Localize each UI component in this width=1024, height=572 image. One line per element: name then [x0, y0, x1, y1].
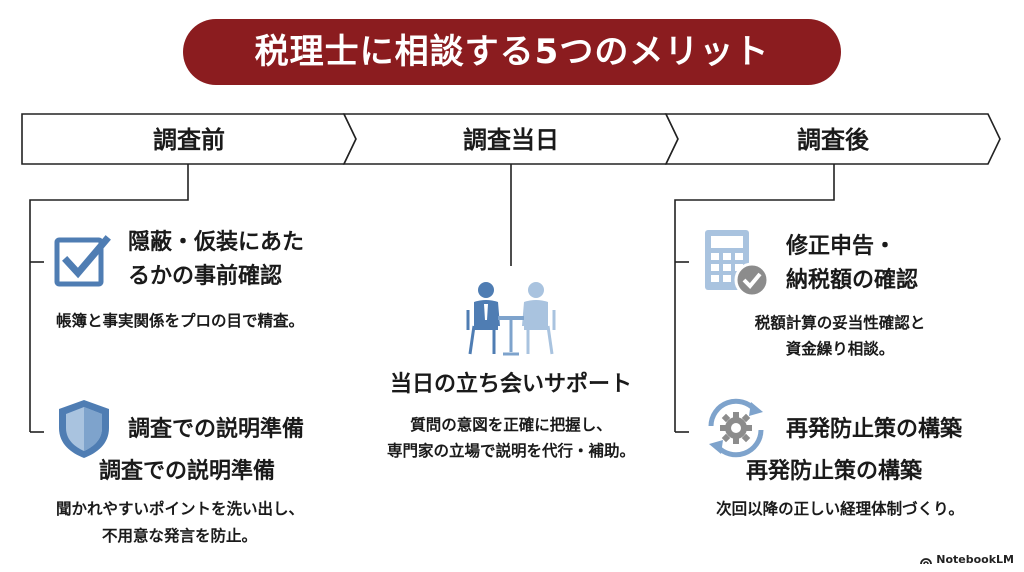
meeting-icon [466, 282, 556, 356]
page-title: 税理士に相談する5つのメリット [183, 19, 841, 85]
item-title-amended-2: 納税額の確認 [786, 268, 919, 293]
brand-watermark: NotebookLM [920, 553, 1014, 566]
brand-label: NotebookLM [936, 553, 1014, 566]
item-title-amended-1: 修正申告・ [786, 234, 897, 259]
item-desc-explanation-1: 聞かれやすいポイントを洗い出し、 [56, 500, 305, 518]
connector-before [29, 164, 189, 432]
item-desc-explanation-2: 不用意な発言を防止。 [102, 527, 258, 545]
item-title-prevention: 再発防止策の構築 [786, 417, 963, 442]
item-title-explanation: 調査での説明準備 [128, 417, 305, 442]
item-desc-concealment: 帳簿と事実関係をプロの目で精査。 [56, 312, 305, 330]
item-title-concealment-2: るかの事前確認 [128, 264, 283, 289]
stage-arrow-after [664, 113, 1001, 165]
item-title-day-support: 当日の立ち会いサポート [389, 372, 632, 397]
stage-label-after: 調査後 [797, 126, 869, 154]
shield-icon [59, 400, 109, 458]
notebooklm-logo-icon [920, 557, 933, 564]
gear-cycle-icon [708, 398, 764, 458]
connector-after [674, 164, 835, 432]
stage-label-day: 調査当日 [463, 126, 559, 154]
calculator-check-icon [705, 230, 769, 298]
item-desc-amended-2: 資金繰り相談。 [785, 340, 895, 358]
item-desc-prevention: 次回以降の正しい経理体制づくり。 [716, 500, 964, 518]
item-title-concealment-1: 隠蔽・仮装にあた [128, 230, 305, 255]
item-desc-amended-1: 税額計算の妥当性確認と [754, 314, 926, 332]
item-desc-day-support-1: 質問の意図を正確に把握し、 [410, 416, 612, 434]
item-subtitle-explanation: 調査での説明準備 [99, 459, 276, 484]
checkbox-icon [54, 235, 111, 287]
stage-label-before: 調査前 [153, 126, 225, 154]
item-subtitle-prevention: 再発防止策の構築 [746, 459, 923, 484]
item-desc-day-support-2: 専門家の立場で説明を代行・補助。 [386, 442, 635, 460]
